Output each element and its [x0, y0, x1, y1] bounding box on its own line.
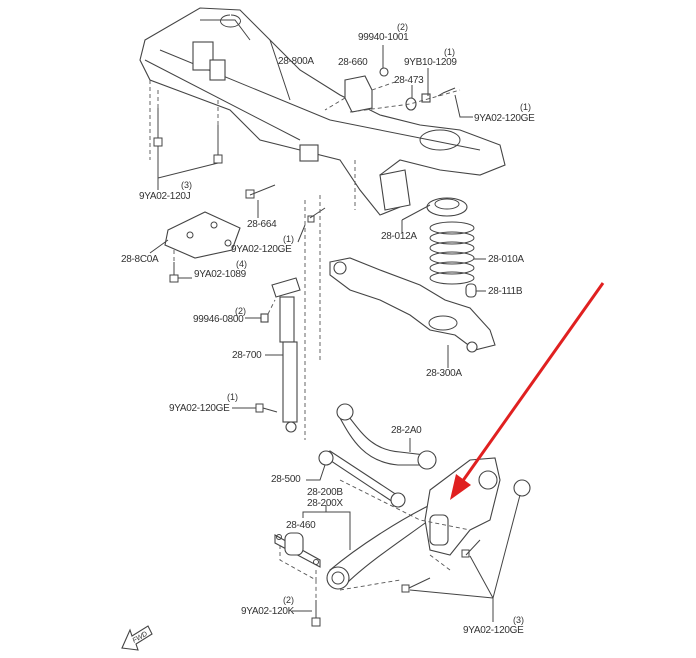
label-9YA02-120J: 9YA02-120J: [139, 191, 191, 202]
bushing-upper-2: [417, 450, 437, 470]
red-pointer-arrow-icon: [450, 282, 605, 500]
bolt-120j-drawing: [153, 108, 223, 164]
qty-label: (1): [283, 234, 294, 244]
spring-drawing: [429, 221, 475, 285]
bump-stop-drawing: [465, 283, 477, 298]
label-9YB10-1209: 9YB10-1209: [404, 57, 457, 68]
washer-drawing: [405, 97, 417, 111]
bolt-1089-drawing: [169, 262, 192, 283]
qty-label: (4): [236, 259, 247, 269]
nut-drawing: [379, 67, 389, 77]
bushing-upper-1: [336, 403, 354, 421]
labels: 28-800A (2) 99940-1001 28-660 (1) 9YB10-…: [121, 22, 535, 636]
mount-drawing: [344, 75, 373, 113]
bolt-bottom-drawing: [401, 539, 481, 593]
qty-label: (2): [397, 22, 408, 32]
label-28-2A0: 28-2A0: [391, 425, 422, 436]
label-28-300A: 28-300A: [426, 368, 462, 379]
label-9YA02-120GE-bottom: 9YA02-120GE: [463, 625, 524, 636]
bolt-drawing: [437, 87, 456, 97]
bolt-shock-drawing: [232, 403, 278, 413]
label-28-664: 28-664: [247, 219, 277, 230]
label-9YA02-120K: 9YA02-120K: [241, 606, 295, 617]
bushing-460-drawing: [274, 532, 321, 568]
label-28-800A: 28-800A: [278, 56, 314, 67]
crossmember-drawing: [139, 7, 506, 216]
qty-label: (3): [513, 615, 524, 625]
label-28-012A: 28-012A: [381, 231, 417, 242]
label-28-200B: 28-200B: [307, 487, 343, 498]
qty-label: (1): [227, 392, 238, 402]
fwd-label: FWD: [132, 631, 149, 645]
label-28-660: 28-660: [338, 57, 368, 68]
label-99940-1001: 99940-1001: [358, 32, 409, 43]
label-28-500: 28-500: [271, 474, 301, 485]
bolt-mid-drawing: [297, 207, 326, 243]
label-9YA02-1089: 9YA02-1089: [194, 269, 247, 280]
qty-label: (3): [181, 180, 192, 190]
qty-label: (2): [235, 306, 246, 316]
shock-absorber-drawing: [271, 277, 301, 433]
bracket-drawing: [164, 211, 241, 259]
qty-label: (2): [283, 595, 294, 605]
bolt-120k-drawing: [292, 600, 321, 627]
qty-label: (1): [444, 47, 455, 57]
label-9YA02-120GE: 9YA02-120GE: [474, 113, 535, 124]
label-28-010A: 28-010A: [488, 254, 524, 265]
nut-0800-drawing: [260, 313, 269, 323]
qty-label: (1): [520, 102, 531, 112]
label-9YA02-120GE-shock: 9YA02-120GE: [169, 403, 230, 414]
bushing-knuckle: [513, 479, 531, 497]
label-28-700: 28-700: [232, 350, 262, 361]
spring-seat-drawing: [426, 197, 468, 217]
label-28-200X: 28-200X: [307, 498, 343, 509]
bolt-664-drawing: [245, 184, 276, 218]
label-9YA02-120GE-mid: 9YA02-120GE: [231, 244, 292, 255]
fwd-arrow-icon: FWD: [121, 625, 153, 651]
label-28-473: 28-473: [394, 75, 424, 86]
label-28-8C0A: 28-8C0A: [121, 254, 159, 265]
upper-arm-drawing: [339, 411, 429, 466]
nut-9yb10-drawing: [421, 93, 431, 103]
label-99946-0800: 99946-0800: [193, 314, 244, 325]
label-28-111B: 28-111B: [488, 286, 523, 297]
label-28-460: 28-460: [286, 520, 316, 531]
